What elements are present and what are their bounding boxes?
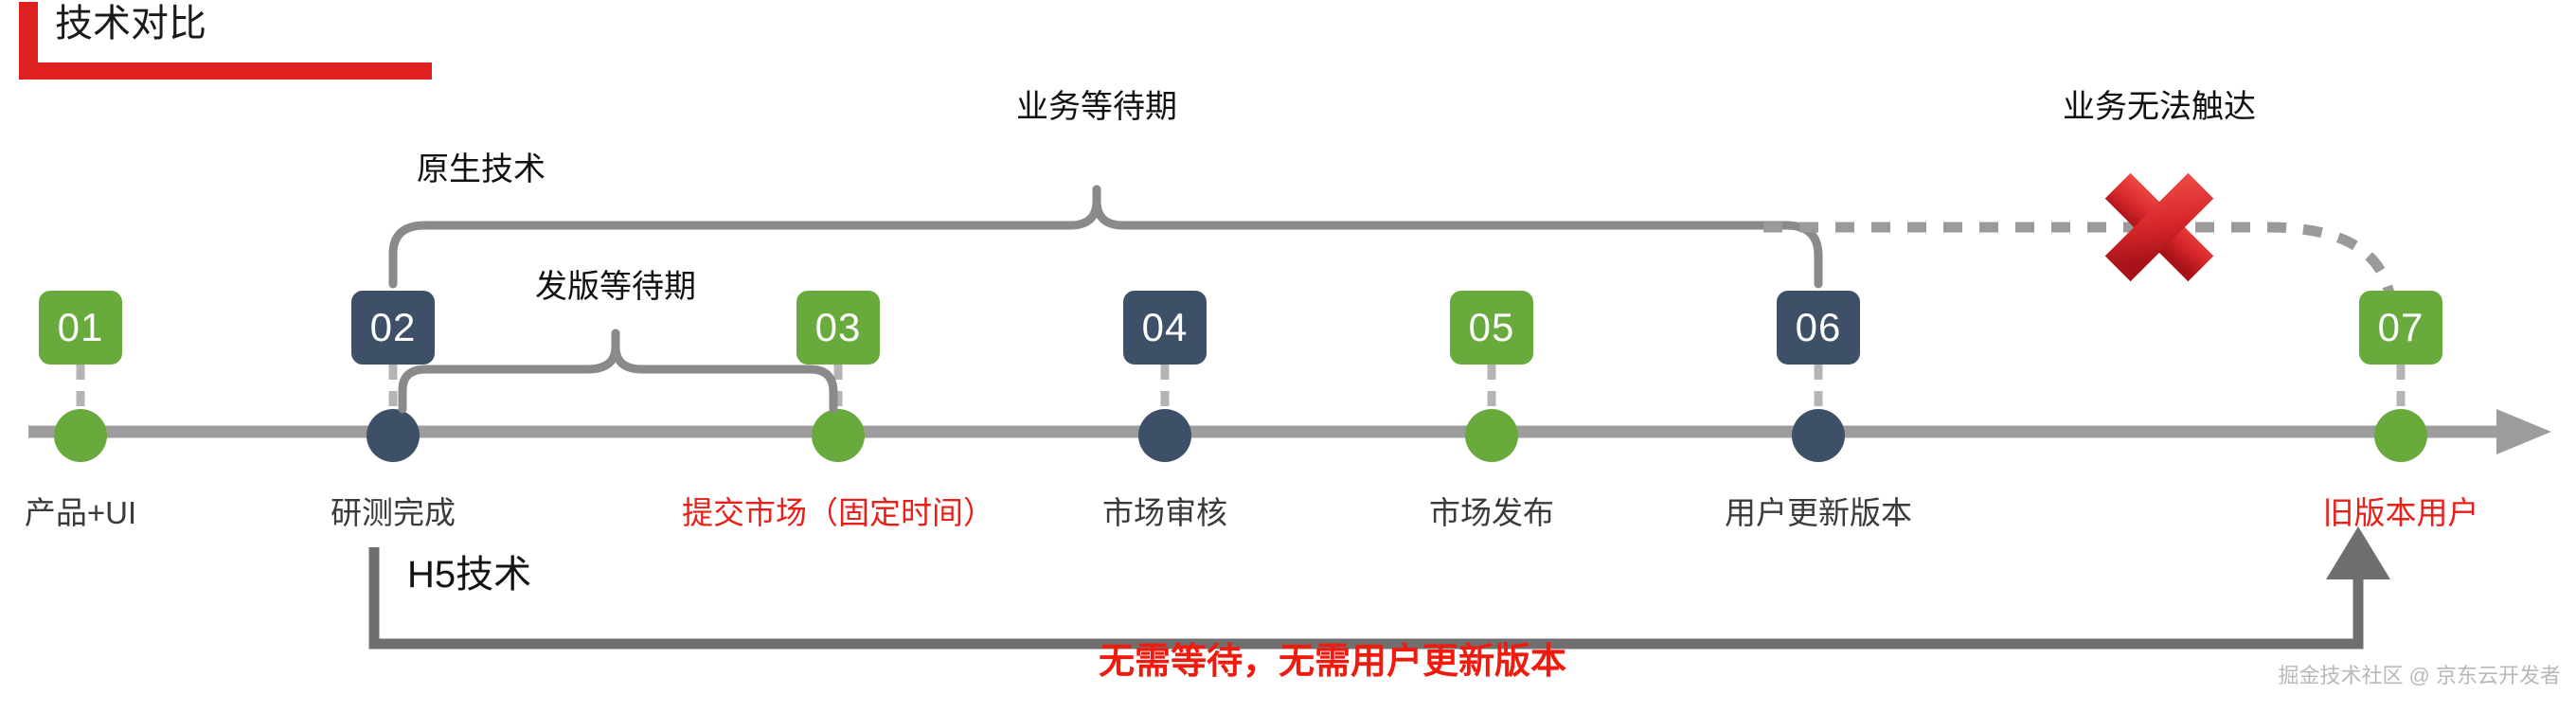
node-caption-04: 市场审核 bbox=[1102, 495, 1227, 530]
page-title-block: 技术对比 bbox=[17, 0, 434, 85]
timeline-badge-01[interactable]: 01 bbox=[39, 291, 122, 365]
timeline-badge-06[interactable]: 06 bbox=[1777, 291, 1860, 365]
release-wait-bracket bbox=[398, 329, 838, 414]
node-caption-06: 用户更新版本 bbox=[1725, 495, 1912, 530]
arrow-up-icon bbox=[2326, 526, 2390, 579]
unreachable-dashed-path bbox=[1763, 222, 2406, 329]
node-caption-02: 研测完成 bbox=[331, 495, 456, 530]
node-caption-05: 市场发布 bbox=[1429, 495, 1554, 530]
annotation-unreachable: 业务无法触达 bbox=[2063, 89, 2256, 125]
annotation-native-tech: 原生技术 bbox=[417, 151, 546, 187]
annotation-release-wait: 发版等待期 bbox=[535, 269, 696, 305]
timeline-badge-02[interactable]: 02 bbox=[351, 291, 435, 365]
node-dots bbox=[54, 409, 2427, 462]
timeline-badge-04[interactable]: 04 bbox=[1123, 291, 1207, 365]
node-caption-01: 产品+UI bbox=[24, 495, 137, 530]
annotation-h5-tech: H5技术 bbox=[407, 554, 532, 596]
bottom-conclusion: 无需等待，无需用户更新版本 bbox=[1099, 642, 1567, 682]
timeline-axis bbox=[28, 409, 2551, 454]
h5-bracket bbox=[368, 547, 2364, 650]
title-bracket-icon bbox=[19, 2, 432, 80]
timeline-badge-03[interactable]: 03 bbox=[796, 291, 880, 365]
node-stems bbox=[76, 365, 2406, 426]
watermark: 掘金技术社区 @ 京东云开发者 bbox=[2278, 664, 2561, 687]
annotation-business-wait: 业务等待期 bbox=[1016, 89, 1177, 125]
page-title: 技术对比 bbox=[55, 3, 206, 44]
native-tech-bracket bbox=[388, 185, 1823, 289]
node-caption-03: 提交市场（固定时间） bbox=[682, 495, 994, 530]
timeline-badge-05[interactable]: 05 bbox=[1450, 291, 1533, 365]
red-x-icon bbox=[2104, 172, 2214, 282]
timeline-badge-07[interactable]: 07 bbox=[2359, 291, 2442, 365]
node-caption-07: 旧版本用户 bbox=[2322, 495, 2479, 530]
